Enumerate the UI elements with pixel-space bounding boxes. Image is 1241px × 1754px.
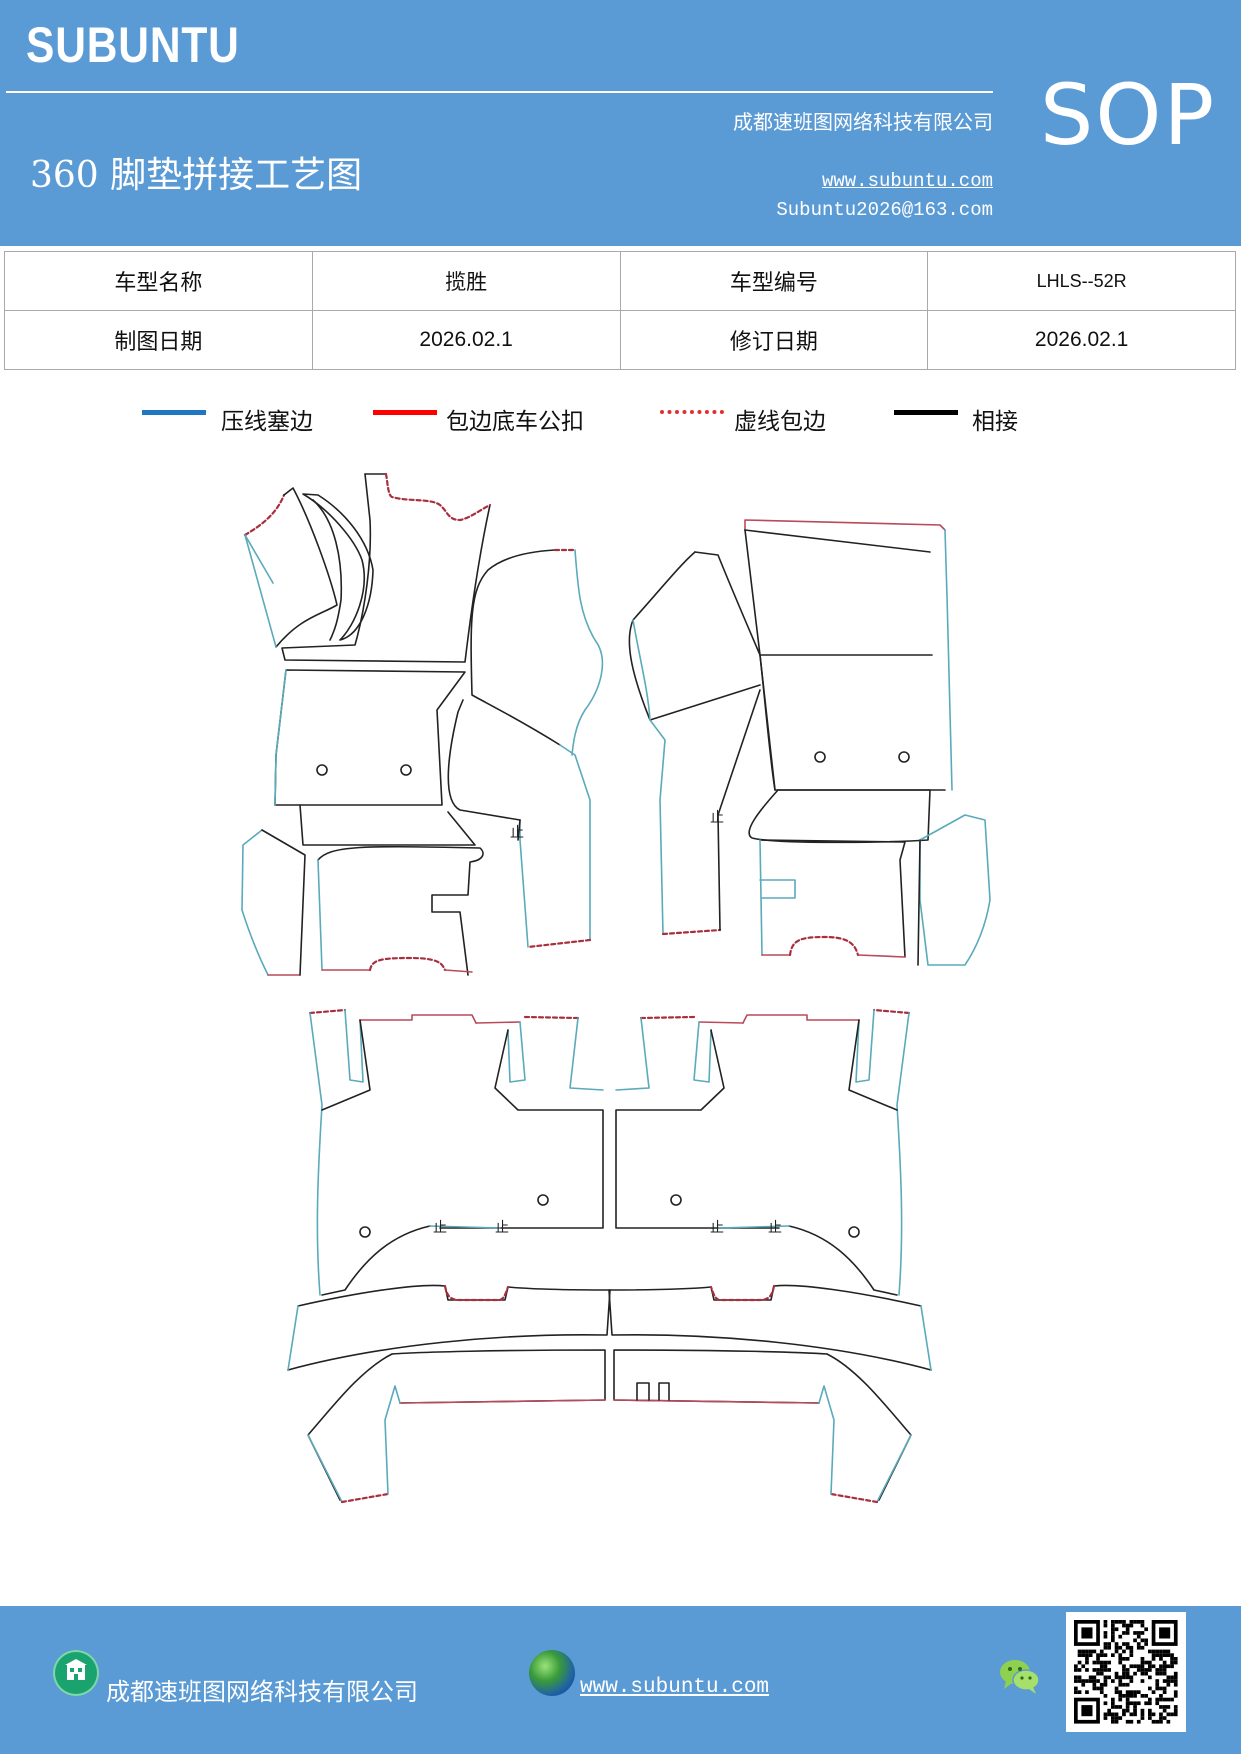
value-model-code: LHLS--52R bbox=[927, 251, 1236, 311]
value-draw-date: 2026.02.1 bbox=[311, 310, 621, 370]
label-draw-date: 制图日期 bbox=[4, 310, 313, 370]
legend-label: 虚线包边 bbox=[734, 409, 826, 435]
legend-label: 包边底车公扣 bbox=[446, 409, 584, 435]
stop-mark: 止 bbox=[495, 1220, 509, 1236]
stop-mark: 止 bbox=[510, 825, 524, 841]
email-address: Subuntu2026@163.com bbox=[776, 199, 993, 221]
value-model-name: 揽胜 bbox=[311, 251, 621, 311]
table-row: 制图日期 2026.02.1 修订日期 2026.02.1 bbox=[4, 310, 1236, 370]
vehicle-info-table: 车型名称 揽胜 车型编号 LHLS--52R 制图日期 2026.02.1 修订… bbox=[4, 251, 1236, 370]
footer-company-name: 成都速班图网络科技有限公司 bbox=[106, 1678, 418, 1706]
rear-left-mat-group: 止 止 bbox=[287, 1008, 611, 1504]
value-revision-date: 2026.02.1 bbox=[927, 310, 1236, 370]
brand-logo: SUBUNTU bbox=[26, 17, 240, 73]
globe-icon bbox=[529, 1650, 575, 1696]
rear-right-mat-group bbox=[608, 1008, 932, 1504]
stop-mark: 止 bbox=[710, 810, 724, 826]
label-model-code: 车型编号 bbox=[619, 251, 929, 311]
label-model-name: 车型名称 bbox=[4, 251, 313, 311]
header-divider bbox=[6, 91, 993, 93]
wechat-icon[interactable] bbox=[996, 1652, 1044, 1700]
sop-label: SOP bbox=[1040, 66, 1217, 164]
legend-label: 压线塞边 bbox=[221, 409, 313, 435]
footer-banner: 成都速班图网络科技有限公司 www.subuntu.com bbox=[0, 1606, 1241, 1754]
legend-swatch bbox=[142, 410, 206, 415]
floor-mat-pattern-drawing: 止 止 bbox=[241, 472, 991, 1504]
website-link[interactable]: www.subuntu.com bbox=[821, 170, 993, 192]
qr-code[interactable] bbox=[1066, 1612, 1186, 1732]
qr-code-pattern bbox=[1074, 1620, 1178, 1724]
header-banner: SUBUNTU SOP 成都速班图网络科技有限公司 360 脚垫拼接工艺图 ww… bbox=[0, 0, 1241, 246]
front-right-mat-group: 止 bbox=[628, 519, 991, 966]
legend-label: 相接 bbox=[972, 409, 1018, 435]
page-title: 360 脚垫拼接工艺图 bbox=[30, 155, 363, 196]
stop-mark: 止 bbox=[433, 1220, 447, 1236]
footer-website-link[interactable]: www.subuntu.com bbox=[580, 1676, 770, 1699]
building-icon bbox=[53, 1650, 99, 1696]
stop-mark: 止 bbox=[768, 1220, 782, 1236]
company-name: 成都速班图网络科技有限公司 bbox=[733, 110, 993, 134]
legend-swatch bbox=[894, 410, 958, 415]
legend-swatch bbox=[373, 410, 437, 415]
line-legend: 压线塞边 包边底车公扣 虚线包边 相接 bbox=[0, 396, 1241, 436]
table-row: 车型名称 揽胜 车型编号 LHLS--52R bbox=[4, 251, 1236, 311]
legend-swatch bbox=[660, 410, 724, 414]
label-revision-date: 修订日期 bbox=[619, 310, 929, 370]
stop-mark: 止 bbox=[710, 1220, 724, 1236]
front-left-mat-group: 止 bbox=[241, 472, 604, 976]
